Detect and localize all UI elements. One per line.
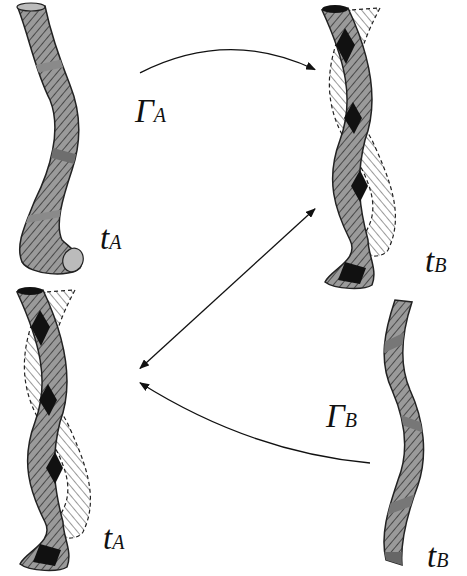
time-label: tA (103, 522, 124, 555)
tube-figure: tA (10, 282, 140, 570)
tube-figure: tA (10, 0, 140, 280)
tube-figure: tB (315, 0, 462, 290)
propagator-label: ΓB (326, 400, 357, 433)
time-label: tA (100, 222, 121, 255)
transition-arrow (140, 383, 370, 463)
propagator-label: ΓA (135, 95, 166, 128)
time-label: tB (425, 245, 446, 278)
tube-figure: tB (370, 295, 462, 575)
time-label: tB (427, 540, 448, 573)
transition-arrow (140, 50, 315, 73)
transition-arrow (140, 209, 315, 369)
